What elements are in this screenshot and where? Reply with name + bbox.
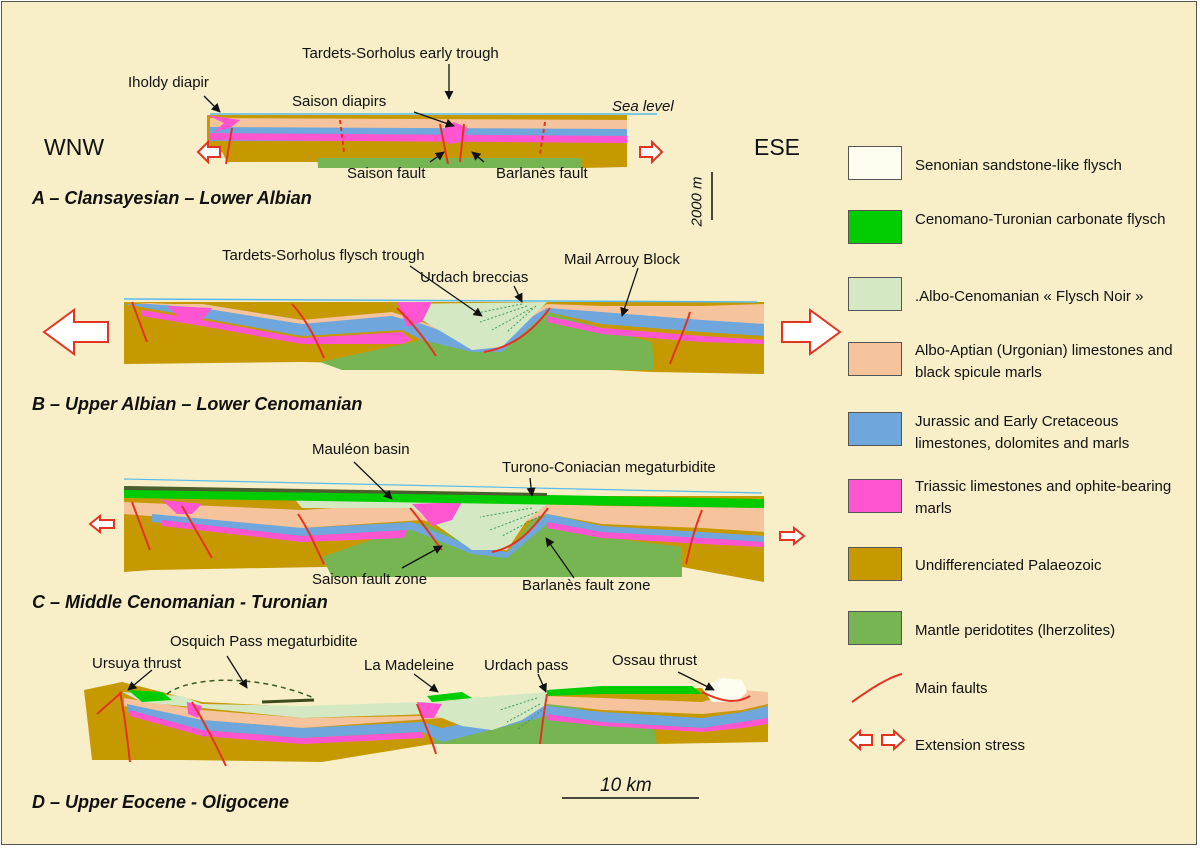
section-c-triassic-diapir xyxy=(412,502,462,526)
mauleon-basin-label: Mauléon basin xyxy=(312,441,410,458)
legend-label-extension-stress: Extension stress xyxy=(915,737,1026,754)
urdach-pass-label: Urdach pass xyxy=(484,657,569,674)
legend-swatch-palaeozoic xyxy=(848,547,902,581)
section-d-jurassic xyxy=(127,704,768,742)
arrow-west-a xyxy=(196,139,221,165)
legend-label-cenomano-turonian: Cenomano-Turonian carbonate flysch xyxy=(915,211,1166,228)
saison-fault-zone-label: Saison fault zone xyxy=(312,571,428,588)
arrow-west-c xyxy=(88,513,115,535)
sea-level-line-c xyxy=(123,478,763,494)
section-b-jurassic xyxy=(124,304,764,352)
section-d-faults xyxy=(96,691,751,767)
section-b xyxy=(42,265,842,374)
ursuya-thrust-label: Ursuya thrust xyxy=(92,655,182,672)
panel-c-title: C – Middle Cenomanian - Turonian xyxy=(32,592,328,612)
legend-arrow-east xyxy=(881,728,906,752)
megaturbidite-label: Turono-Coniacian megaturbidite xyxy=(502,459,716,476)
legend-label-triassic: Triassic limestones and ophite-bearing m… xyxy=(915,478,1172,517)
arrow-east-b xyxy=(781,308,842,356)
section-b-triassic-east xyxy=(547,316,764,344)
legend-swatch-triassic xyxy=(848,479,902,513)
section-d-carbonate-flysch-east xyxy=(547,686,702,696)
panel-b-title: B – Upper Albian – Lower Cenomanian xyxy=(32,394,363,414)
legend-fault-line xyxy=(851,673,903,703)
section-d-triassic xyxy=(130,710,424,744)
legend-label-albo-aptian: Albo-Aptian (Urgonian) limestones and bl… xyxy=(915,342,1173,381)
saison-diapirs-label: Saison diapirs xyxy=(292,93,387,110)
arrow-west-b xyxy=(42,308,109,356)
la-madeleine-label: La Madeleine xyxy=(364,657,455,674)
urdach-breccias-label: Urdach breccias xyxy=(420,269,529,286)
section-a-faults xyxy=(225,119,546,165)
vertical-scale-label: 2000 m xyxy=(688,176,706,227)
panel-d-title: D – Upper Eocene - Oligocene xyxy=(32,792,290,812)
mail-arrouy-label: Mail Arrouy Block xyxy=(564,251,680,268)
legend-label-mantle: Mantle peridotites (lherzolites) xyxy=(915,622,1116,639)
section-b-faults xyxy=(131,301,691,365)
east-direction-label: ESE xyxy=(754,134,801,160)
barlanes-fault-zone-label: Barlanès fault zone xyxy=(522,577,651,594)
section-d-breccia-hatching xyxy=(499,697,543,731)
section-c-mantle xyxy=(322,502,682,577)
legend-swatch-flysch-noir xyxy=(848,277,902,311)
legend-label-jurassic: Jurassic and Early Cretaceous limestones… xyxy=(915,413,1130,452)
saison-fault-label: Saison fault xyxy=(347,165,426,182)
iholdy-diapir-shape xyxy=(207,115,240,132)
barlanes-fault-label: Barlanès fault xyxy=(496,165,588,182)
section-b-flysch-noir xyxy=(402,302,547,350)
legend-label-flysch-noir: .Albo-Cenomanian « Flysch Noir » xyxy=(915,288,1144,305)
section-b-triassic-diapir-2 xyxy=(397,302,432,327)
osquich-megaturbidite-trace xyxy=(166,679,315,699)
legend-arrow-west xyxy=(848,728,873,752)
section-d xyxy=(84,655,768,767)
section-c-triassic-east xyxy=(547,522,764,547)
section-b-albo-aptian xyxy=(124,302,764,342)
section-d-megaturbidite-band xyxy=(261,698,315,704)
section-d-carbonate-flysch-mid xyxy=(427,692,472,702)
section-c-breccia-hatching xyxy=(479,507,541,537)
sea-level-line-b xyxy=(123,298,758,303)
legend-swatch-mantle xyxy=(848,611,902,645)
section-a-triassic xyxy=(210,133,627,143)
legend-label-senonian: Senonian sandstone-like flysch xyxy=(915,157,1122,174)
legend-swatch-jurassic xyxy=(848,412,902,446)
section-b-triassic-diapir xyxy=(167,306,212,320)
section-d-mantle xyxy=(432,700,657,744)
section-d-flysch-noir xyxy=(122,692,547,730)
legend-label-main-faults: Main faults xyxy=(915,680,988,697)
early-trough-label: Tardets-Sorholus early trough xyxy=(302,45,499,62)
section-a-albo-aptian xyxy=(210,118,627,129)
section-c-flysch-noir xyxy=(292,496,547,550)
section-c xyxy=(88,461,806,582)
urdach-breccia-hatching xyxy=(471,303,537,333)
legend-swatch-albo-aptian xyxy=(848,342,902,376)
section-b-triassic xyxy=(142,310,412,344)
section-a xyxy=(196,64,664,168)
sea-level-label: Sea level xyxy=(612,98,674,115)
section-c-triassic xyxy=(162,520,407,542)
legend-label-palaeozoic: Undifferenciated Palaeozoic xyxy=(915,557,1102,574)
horizontal-scale-label: 10 km xyxy=(600,775,652,796)
osquich-pass-label: Osquich Pass megaturbidite xyxy=(170,633,358,650)
arrow-east-c xyxy=(779,525,806,547)
section-c-megaturbidite-band xyxy=(124,486,547,496)
iholdy-diapir-label: Iholdy diapir xyxy=(128,74,209,91)
ossau-thrust-label: Ossau thrust xyxy=(612,652,698,669)
legend-swatch-senonian xyxy=(848,146,902,180)
flysch-trough-label: Tardets-Sorholus flysch trough xyxy=(222,247,425,264)
west-direction-label: WNW xyxy=(44,134,105,160)
panel-a-title: A – Clansayesian – Lower Albian xyxy=(32,188,312,208)
arrow-east-a xyxy=(639,139,664,165)
legend-swatch-cenomano-turonian xyxy=(848,210,902,244)
section-d-triassic-diapir xyxy=(417,702,442,718)
section-d-triassic-east xyxy=(547,714,768,732)
section-d-carbonate-flysch-west xyxy=(128,690,172,702)
